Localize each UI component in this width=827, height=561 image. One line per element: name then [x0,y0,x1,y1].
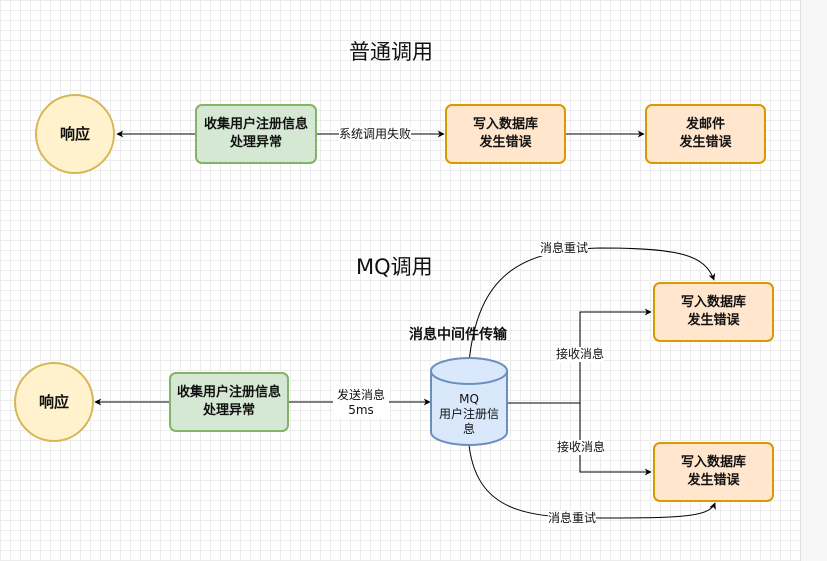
collect-line-2: 处理异常 [229,135,282,150]
mail-error-node[interactable]: 发邮件 发生错误 [645,104,766,164]
mq-queue-cylinder [430,357,508,446]
response-label: 响应 [59,125,90,143]
canvas-right-margin [800,0,827,561]
consumer-bottom-line-2: 发生错误 [687,473,740,488]
collect-line-1: 收集用户注册信息 [203,117,308,132]
response-node[interactable]: 响应 [35,94,115,174]
mq-response-node[interactable]: 响应 [14,362,94,442]
db-error-line-2: 发生错误 [479,135,532,150]
edge-retry-bottom [468,444,716,519]
middleware-transfer-label: 消息中间件传输 [409,327,507,343]
db-error-line-1: 写入数据库 [472,117,538,132]
send-message-line-1: 发送消息 [336,388,385,402]
receive-message-top-label: 接收消息 [556,347,605,362]
consumer-bottom-node[interactable]: 写入数据库 发生错误 [653,442,774,502]
db-error-node[interactable]: 写入数据库 发生错误 [445,104,566,164]
normal-call-title: 普通调用 [349,40,433,64]
mq-collect-register-node[interactable]: 收集用户注册信息 处理异常 [169,372,289,432]
mq-queue-line-2: 用户注册信 [438,407,499,421]
collect-register-node[interactable]: 收集用户注册信息 处理异常 [195,104,317,164]
mq-queue-line-1: MQ [459,392,479,406]
edge-queue-to-consumer-bottom [508,402,652,476]
edge-retry-top [468,247,716,363]
receive-message-bottom-label: 接收消息 [557,440,606,455]
mq-queue-text: MQ 用户注册信 息 [432,392,506,437]
mq-response-label: 响应 [38,393,69,411]
retry-top-label: 消息重试 [540,241,589,256]
mq-collect-line-1: 收集用户注册信息 [176,385,281,400]
send-message-label: 发送消息 5ms [333,388,389,418]
retry-bottom-label: 消息重试 [548,511,597,526]
mq-call-title: MQ调用 [356,255,433,279]
consumer-top-node[interactable]: 写入数据库 发生错误 [653,282,774,342]
send-message-line-2: 5ms [348,403,374,417]
mail-error-line-2: 发生错误 [679,135,732,150]
consumer-bottom-line-1: 写入数据库 [680,455,746,470]
consumer-top-line-1: 写入数据库 [680,295,746,310]
system-call-failed-label: 系统调用失败 [339,127,412,142]
mail-error-line-1: 发邮件 [685,117,725,132]
mq-collect-line-2: 处理异常 [202,403,255,418]
mq-queue-line-3: 息 [462,422,475,436]
consumer-top-line-2: 发生错误 [687,313,740,328]
